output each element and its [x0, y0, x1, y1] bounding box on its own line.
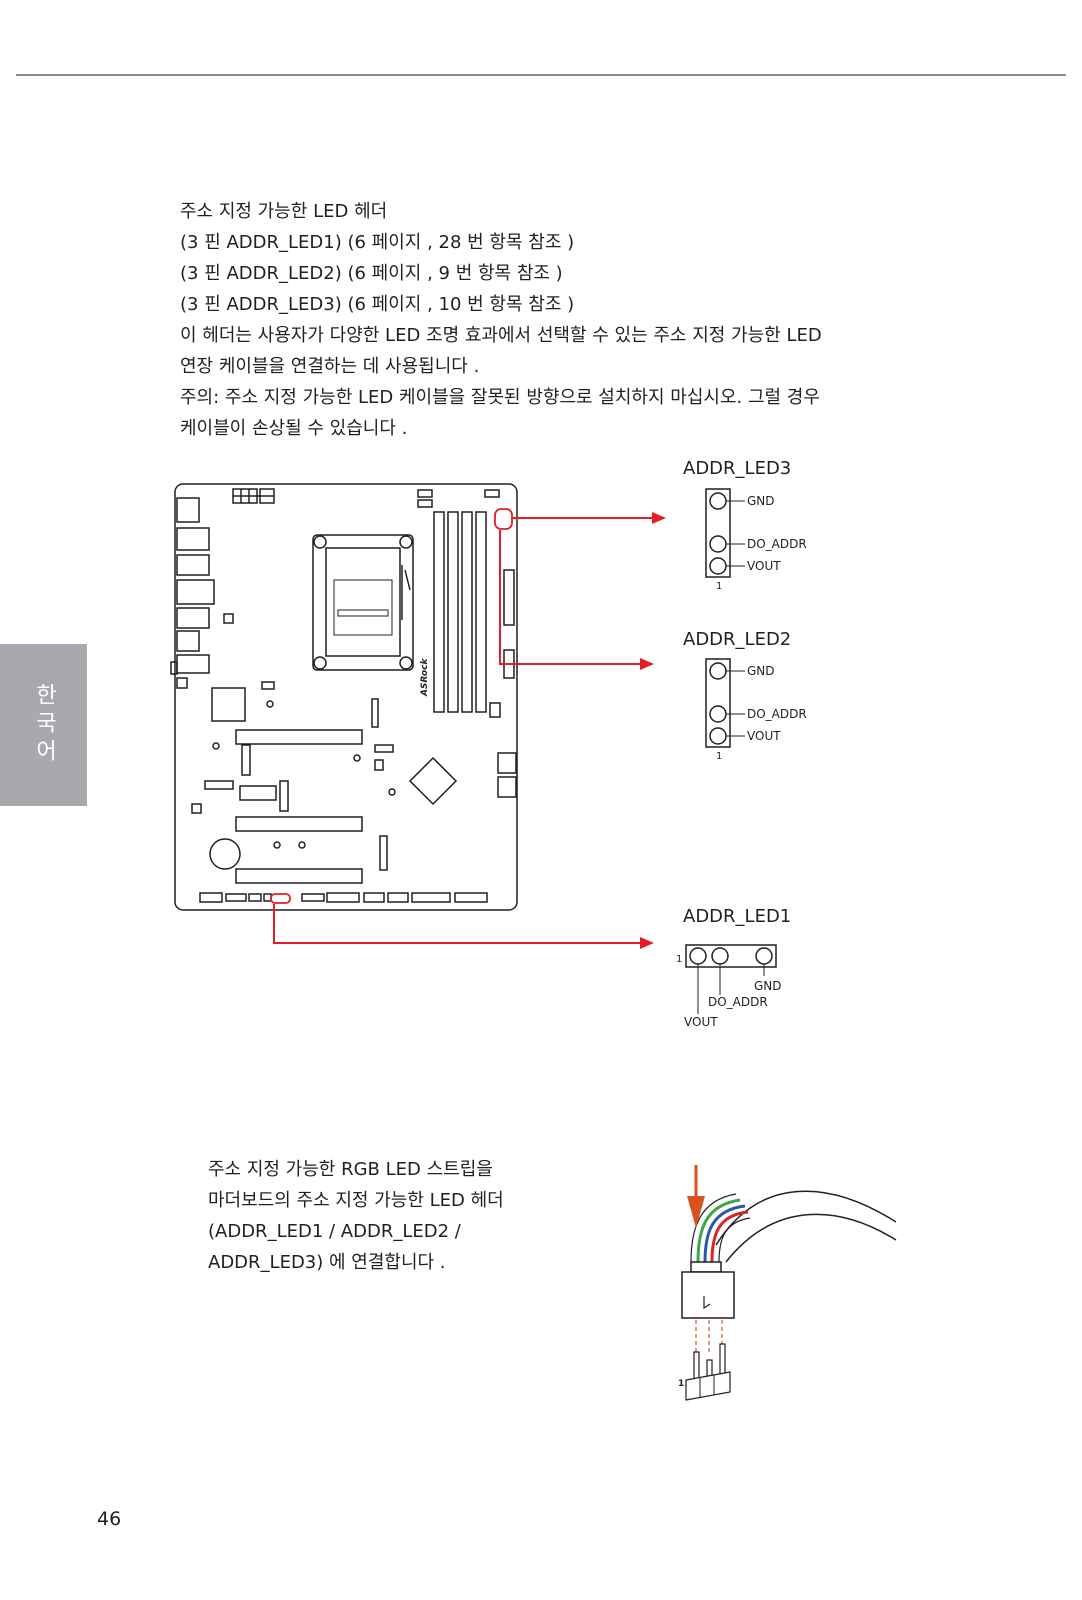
addr-led2-do-addr: DO_ADDR: [747, 707, 807, 721]
addr-led1-pinout: ADDR_LED1 1 GND DO_ADDR VOUT: [676, 906, 791, 1029]
top-rule: [16, 74, 1066, 76]
addr-led2-title: ADDR_LED2: [683, 629, 791, 650]
board-logo: ASRock: [420, 658, 430, 697]
connector-pin1: 1: [678, 1379, 684, 1389]
addr-led3-pinout: ADDR_LED3 GND DO_ADDR VOUT 1: [683, 458, 807, 592]
pin-ref-led2: (3 핀 ADDR_LED2) (6 페이지 , 9 번 항목 참조 ): [180, 263, 563, 284]
instruction-line-3: (ADDR_LED1 / ADDR_LED2 /: [208, 1221, 461, 1242]
pointer-arrows: [273, 512, 666, 949]
description-line-1: 이 헤더는 사용자가 다양한 LED 조명 효과에서 선택할 수 있는 주소 지…: [180, 325, 822, 346]
addr-led1-vout: VOUT: [684, 1015, 718, 1029]
page-number: 46: [97, 1508, 122, 1530]
addr-led1-gnd: GND: [754, 979, 782, 993]
instruction-line-4: ADDR_LED3) 에 연결합니다 .: [208, 1252, 446, 1273]
instruction-line-1: 주소 지정 가능한 RGB LED 스트립을: [208, 1159, 493, 1180]
addr-led3-vout: VOUT: [747, 559, 781, 573]
addr-led3-do-addr: DO_ADDR: [747, 537, 807, 551]
section-title: 주소 지정 가능한 LED 헤더: [180, 201, 388, 222]
intro-text: 주소 지정 가능한 LED 헤더 (3 핀 ADDR_LED1) (6 페이지 …: [180, 196, 980, 444]
language-tab: 한국어: [0, 644, 87, 806]
addr-led2-gnd: GND: [747, 664, 775, 678]
caution-line-1: 주의: 주소 지정 가능한 LED 케이블을 잘못된 방향으로 설치하지 마십시…: [180, 387, 820, 408]
addr-led3-title: ADDR_LED3: [683, 458, 791, 479]
caution-line-2: 케이블이 손상될 수 있습니다 .: [180, 418, 408, 439]
description-line-2: 연장 케이블을 연결하는 데 사용됩니다 .: [180, 356, 480, 377]
instruction-line-2: 마더보드의 주소 지정 가능한 LED 헤더: [208, 1190, 504, 1211]
addr-led1-title: ADDR_LED1: [683, 906, 791, 927]
addr-led3-gnd: GND: [747, 494, 775, 508]
addr-led1-do-addr: DO_ADDR: [708, 995, 768, 1009]
pin-ref-led1: (3 핀 ADDR_LED1) (6 페이지 , 28 번 항목 참조 ): [180, 232, 575, 253]
addr-led2-pinout: ADDR_LED2 GND DO_ADDR VOUT 1: [683, 629, 807, 762]
addr-led2-vout: VOUT: [747, 729, 781, 743]
connection-instruction: 주소 지정 가능한 RGB LED 스트립을 마더보드의 주소 지정 가능한 L…: [208, 1154, 608, 1278]
addr-led3-pin1: 1: [716, 581, 722, 592]
addr-led1-pin1: 1: [676, 954, 682, 965]
language-tab-label: 한국어: [31, 683, 57, 767]
addr-led2-pin1: 1: [716, 751, 722, 762]
pin-ref-led3: (3 핀 ADDR_LED3) (6 페이지 , 10 번 항목 참조 ): [180, 294, 575, 315]
rgb-strip-connector-illustration: 1: [678, 1165, 897, 1401]
motherboard: [170, 483, 518, 911]
